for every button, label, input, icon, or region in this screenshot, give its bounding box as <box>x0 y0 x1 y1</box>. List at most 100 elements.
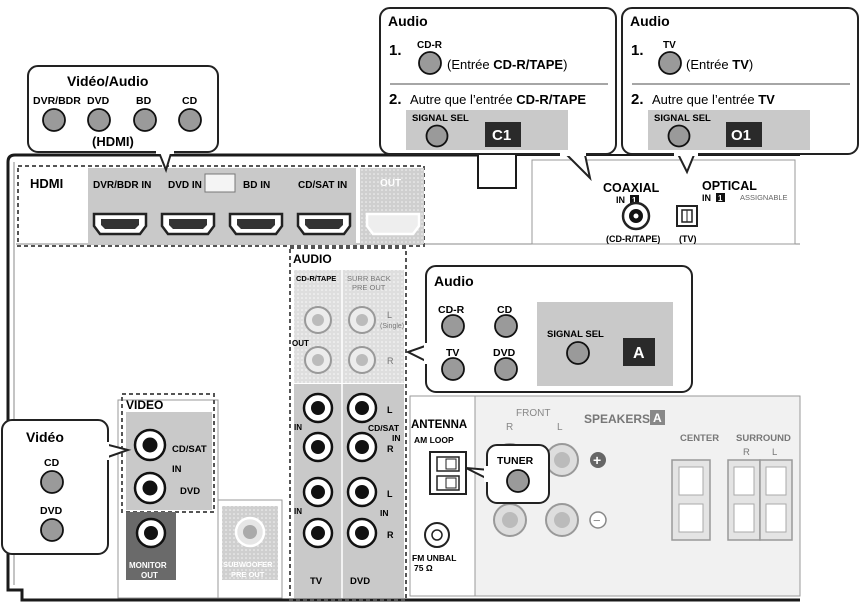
speaker-post-front-l-minus <box>545 503 579 537</box>
callout-hdmi-btn-cd-label: CD <box>182 95 198 107</box>
coaxial-in-number: 1 <box>632 196 637 205</box>
rca-cdsat-l <box>346 392 378 424</box>
callout-coax-step2-text: Autre que l’entrée CD-R/TAPE <box>410 92 586 107</box>
analog-audio-section: AUDIO CD-R/TAPE SURR BACK PRE OUT OUT L … <box>289 247 407 601</box>
audio-dvd-in-label: IN <box>380 508 389 518</box>
callout-hdmi-btn-dvrbdr-label: DVR/BDR <box>33 95 81 107</box>
am-loop-label: AM LOOP <box>414 435 454 445</box>
speaker-terminal-center <box>671 459 711 541</box>
speaker-post-front-r-minus <box>493 503 527 537</box>
fm-ohm-label: 75 Ω <box>414 563 433 573</box>
remote-button-tv-analog[interactable] <box>441 357 465 381</box>
callout-optical-title: Audio <box>630 13 670 29</box>
callout-optical-step2-text: Autre que l’entrée TV <box>652 92 775 107</box>
callout-hdmi-btn-dvd-label: DVD <box>87 95 110 107</box>
hdmi-in-cdsat-label: CD/SAT IN <box>298 180 347 191</box>
coaxial-label: COAXIAL <box>603 181 660 195</box>
callout-optical-step2-number: 2. <box>631 91 644 108</box>
monitor-out-label-2: OUT <box>141 571 158 580</box>
callout-coax-step1-button-label: CD-R <box>417 40 443 51</box>
callout-hdmi-caption: (HDMI) <box>92 134 134 149</box>
remote-button-signal-sel-coax[interactable] <box>425 124 449 148</box>
hdmi-in-dvd-label: DVD IN <box>168 180 202 191</box>
rca-video-cdsat <box>133 428 167 462</box>
video-dvd-label: DVD <box>180 486 200 497</box>
speakers-label: SPEAKERS <box>584 412 650 426</box>
remote-button-dvd-analog[interactable] <box>494 357 518 381</box>
audio-dvd-label: DVD <box>350 576 370 587</box>
rca-subwoofer <box>234 516 266 548</box>
speakers-badge: A <box>653 411 662 425</box>
rca-surr-back-r <box>348 346 376 374</box>
speaker-post-front-l-plus <box>545 443 579 477</box>
hdmi-port-bd <box>228 212 284 236</box>
remote-button-cd-video[interactable] <box>40 470 64 494</box>
callout-analog-title: Audio <box>434 273 474 289</box>
callout-video-btn-dvd-label: DVD <box>40 505 63 517</box>
remote-button-dvd-video[interactable] <box>40 518 64 542</box>
speakers-surround-r-label: R <box>743 447 750 458</box>
rca-cdr-out-l <box>304 306 332 334</box>
hdmi-port-dvrbdr <box>92 212 148 236</box>
audio-cdr-tape-label: CD-R/TAPE <box>296 274 336 283</box>
speaker-terminal-surround-r <box>727 459 761 541</box>
rca-tv-in-r <box>302 517 334 549</box>
remote-button-signal-sel-optical[interactable] <box>667 124 691 148</box>
remote-button-tv-optical[interactable] <box>658 51 682 75</box>
callout-optical-signal-sel-label: SIGNAL SEL <box>654 113 711 124</box>
hdmi-in-bd-label: BD IN <box>243 180 270 191</box>
hdmi-label: HDMI <box>30 176 63 191</box>
rca-video-dvd <box>133 471 167 505</box>
audio-cd-l-label: L <box>387 405 393 415</box>
audio-cdsat-label-2: IN <box>392 433 401 443</box>
am-loop-terminal <box>429 451 467 495</box>
callout-analog-signal-sel-label: SIGNAL SEL <box>547 329 604 340</box>
callout-analog-btn-cd-label: CD <box>497 304 513 316</box>
rca-surr-back-l <box>348 306 376 334</box>
callout-coax-signal-sel-label: SIGNAL SEL <box>412 113 469 124</box>
remote-button-cdr-coax[interactable] <box>418 51 442 75</box>
remote-button-signal-sel-analog[interactable] <box>566 341 590 365</box>
remote-button-cd-analog[interactable] <box>494 314 518 338</box>
remote-button-dvd-hdmi[interactable] <box>87 108 111 132</box>
audio-cdsat-label-1: CD/SAT <box>368 423 400 433</box>
callout-analog-btn-dvd-label: DVD <box>493 347 516 359</box>
hdmi-port-out <box>365 212 421 236</box>
antenna-label: ANTENNA <box>411 419 467 431</box>
minus-sign: − <box>593 513 601 528</box>
callout-video-btn-cd-label: CD <box>44 457 60 469</box>
speakers-front-label: FRONT <box>516 408 550 419</box>
callout-optical-code: O1 <box>731 127 751 144</box>
antenna-section: ANTENNA AM LOOP FM UNBAL 75 Ω <box>411 419 467 573</box>
remote-button-tuner[interactable] <box>506 469 530 493</box>
rca-tv-l <box>302 392 334 424</box>
callout-tuner-label: TUNER <box>497 455 534 467</box>
callout-tuner: TUNER <box>465 444 550 504</box>
rca-dvd-r <box>346 517 378 549</box>
speaker-terminal-surround-l <box>759 459 793 541</box>
speakers-surround-label: SURROUND <box>736 433 791 444</box>
video-in-label: IN <box>172 464 182 475</box>
optical-in-number: 1 <box>718 194 723 203</box>
coaxial-in-label: IN <box>616 195 625 205</box>
remote-button-cdr-analog[interactable] <box>441 314 465 338</box>
callout-coax-title: Audio <box>388 13 428 29</box>
subwoofer-label-2: PRE OUT <box>231 570 265 579</box>
callout-optical-step1-text: (Entrée TV) <box>686 57 753 72</box>
rca-cdr-out-r <box>304 346 332 374</box>
speakers-section: FRONT R L SPEAKERS A CENTER SURROUND R L… <box>493 408 793 541</box>
coaxial-source-label: (CD-R/TAPE) <box>606 234 660 244</box>
callout-optical-step1-button-label: TV <box>663 40 676 51</box>
optical-in-label: IN <box>702 193 711 203</box>
remote-button-bd[interactable] <box>133 108 157 132</box>
remote-button-dvrbdr[interactable] <box>42 108 66 132</box>
callout-audio-coaxial: Audio 1. CD-R (Entrée CD-R/TAPE) 2. Autr… <box>379 7 617 182</box>
remote-button-cd-hdmi[interactable] <box>178 108 202 132</box>
callout-coax-step1-text: (Entrée CD-R/TAPE) <box>447 57 567 72</box>
hdmi-port-cdsat <box>296 212 352 236</box>
callout-video-title: Vidéo <box>26 429 64 445</box>
callout-hdmi-btn-bd-label: BD <box>136 95 152 107</box>
callout-analog-code: A <box>633 345 645 362</box>
rca-dvd-l <box>346 476 378 508</box>
